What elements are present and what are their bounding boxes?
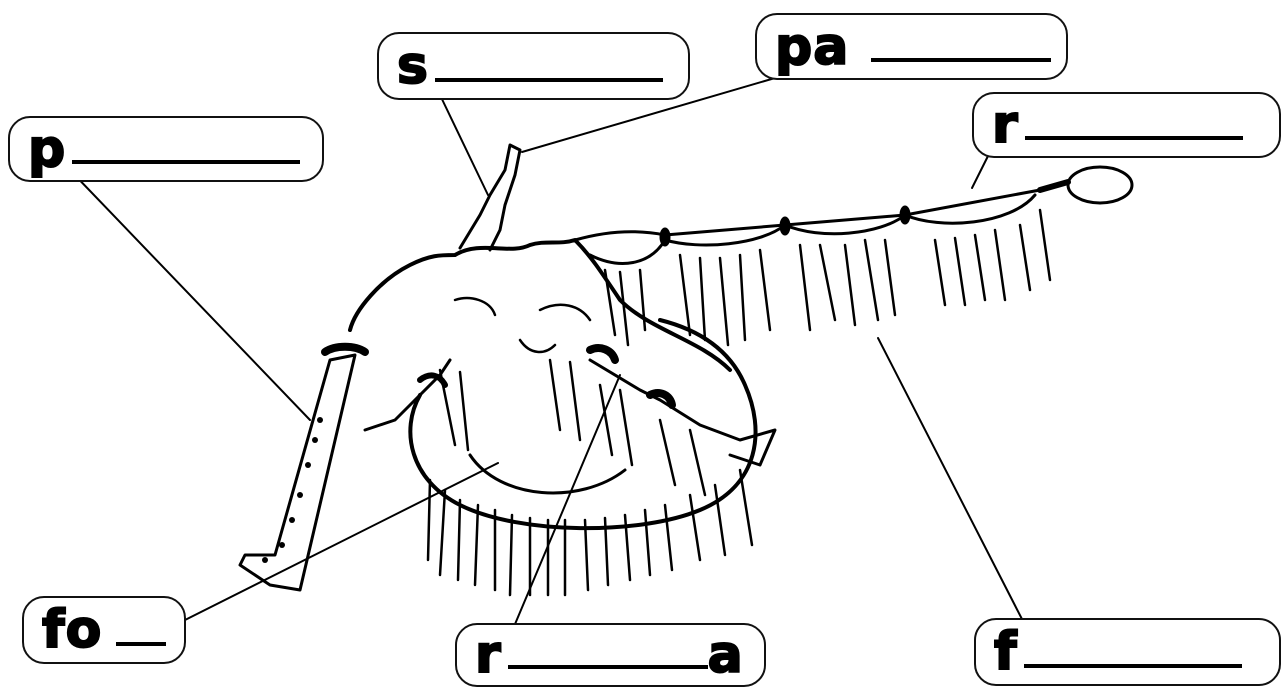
label-fo: fo [22, 596, 186, 664]
label-pa-blank [871, 58, 1052, 62]
label-r-bottom-blank [507, 665, 708, 669]
label-f-prefix: f [993, 622, 1018, 682]
label-r-bottom-prefix: r [474, 625, 502, 685]
label-pa-prefix: pa [774, 16, 850, 77]
label-f: f [974, 618, 1281, 686]
cover-folds [453, 296, 592, 354]
bag-cover [348, 238, 732, 372]
drone-top [1066, 165, 1134, 205]
label-p-blank [72, 160, 301, 164]
smile-curve [468, 453, 627, 495]
label-r-top: r [972, 92, 1281, 158]
label-s: s [377, 32, 690, 100]
label-fo-prefix: fo [41, 600, 103, 660]
bag-outline [408, 318, 758, 531]
label-fo-blank [116, 642, 167, 646]
label-s-prefix: s [396, 36, 429, 96]
label-f-blank [1023, 664, 1242, 668]
label-r-top-prefix: r [991, 95, 1019, 155]
bass-drone [573, 188, 1042, 242]
label-r-bottom-suffix: a [707, 625, 744, 685]
bag-fringe [426, 358, 754, 597]
label-pa: pa [755, 13, 1068, 80]
blowpipe [458, 143, 522, 252]
chanter [238, 353, 357, 592]
label-r-top-blank [1024, 136, 1243, 140]
drone-fringe [603, 208, 1052, 347]
tenor-drone [588, 358, 777, 467]
label-p: p [8, 116, 324, 182]
label-r-bottom: r a [455, 623, 766, 687]
label-s-blank [434, 78, 663, 82]
label-p-prefix: p [27, 119, 67, 179]
